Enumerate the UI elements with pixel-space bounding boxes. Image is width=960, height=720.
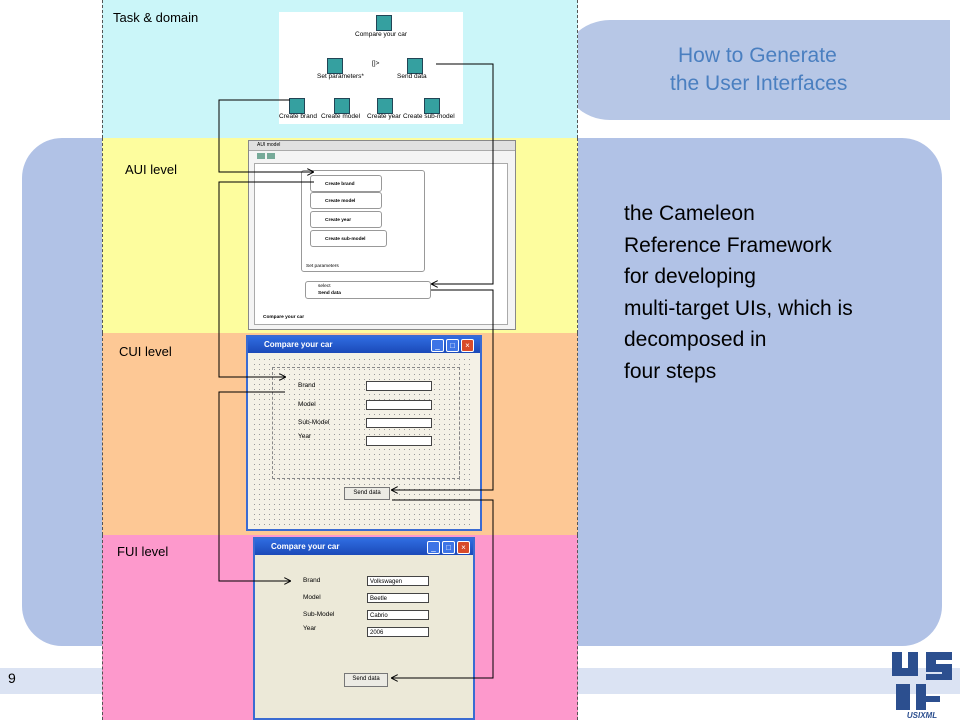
aui-item-label: Create year [325, 218, 352, 223]
fui-window: Compare your car _ □ × Brand Model Sub-M… [253, 537, 475, 720]
fui-label: Model [303, 594, 321, 601]
cui-label: Sub-Model [298, 419, 330, 426]
body-line: decomposed in [624, 328, 767, 351]
aui-canvas: Set parameters Create brand Create model… [254, 163, 508, 325]
level-label-aui: AUI level [125, 162, 178, 177]
slide-title: How to Generate the User Interfaces [620, 42, 920, 98]
cui-group-box [272, 367, 460, 479]
maximize-icon[interactable]: □ [446, 339, 459, 352]
logo-text: USIXML [907, 711, 937, 720]
cui-label: Brand [298, 382, 316, 389]
aui-item-label: Create brand [325, 182, 355, 187]
level-label-task: Task & domain [113, 10, 199, 25]
task-node-icon [289, 98, 305, 114]
aui-item-label: Create sub-model [325, 237, 366, 242]
task-node-icon [407, 58, 423, 74]
aui-item-label: Create model [325, 199, 356, 204]
task-send-data-label: Send data [397, 73, 427, 80]
task-node-icon [424, 98, 440, 114]
arrow-cui-to-fui [218, 391, 290, 581]
aui-set-parameters-label: Set parameters [306, 264, 339, 269]
body-line: Reference Framework [624, 233, 832, 257]
level-label-cui: CUI level [119, 344, 172, 359]
task-set-parameters-label: Set parameters* [317, 73, 364, 80]
aui-send-data-label: Send data [318, 291, 341, 296]
arrow-cui-send-to-fui [392, 499, 494, 678]
brand-input[interactable] [366, 381, 432, 391]
toolbar-icon[interactable] [267, 153, 275, 159]
sub-model-field[interactable]: Cabrio [367, 610, 429, 620]
year-field[interactable]: 2006 [367, 627, 429, 637]
minimize-icon[interactable]: _ [427, 541, 440, 554]
fui-label: Sub-Model [303, 611, 335, 618]
body-text: the Cameleon Reference Framework for dev… [624, 198, 924, 387]
aui-item: Create model [310, 192, 382, 209]
aui-item: Create year [310, 211, 382, 228]
close-icon[interactable]: × [461, 339, 474, 352]
task-leaf-label: Create brand [279, 113, 317, 120]
task-leaf-label: Create model [321, 113, 361, 120]
send-data-button[interactable]: Send data [344, 673, 388, 687]
cui-window: Compare your car _ □ × Brand Model Sub-M… [246, 335, 482, 531]
arrow-task-send-to-aui [432, 63, 494, 284]
aui-window-title: AUI model [249, 141, 515, 151]
title-line-1: How to Generate [678, 44, 837, 67]
cui-title-bar: Compare your car [248, 337, 480, 353]
task-node-icon [376, 15, 392, 31]
body-line: for developing [624, 265, 756, 288]
title-panel [560, 20, 950, 120]
maximize-icon[interactable]: □ [442, 541, 455, 554]
toolbar-icon[interactable] [257, 153, 265, 159]
brand-field[interactable]: Volkswagen [367, 576, 429, 586]
model-input[interactable] [366, 400, 432, 410]
fui-title-bar: Compare your car [255, 539, 473, 555]
title-line-2: the User Interfaces [670, 72, 848, 95]
level-label-fui: FUI level [117, 544, 169, 559]
aui-item: Create brand [310, 175, 382, 192]
cui-label: Model [298, 401, 316, 408]
cui-label: Year [298, 433, 312, 440]
body-line: multi-target UIs, which is [624, 296, 853, 320]
aui-footer-label: Compare your car [263, 315, 305, 320]
model-field[interactable]: Beetle [367, 593, 429, 603]
arrow-aui-send-to-cui [392, 289, 494, 490]
aui-select-label: select [318, 284, 331, 289]
send-data-button[interactable]: Send data [344, 487, 390, 500]
aui-item: Create sub-model [310, 230, 387, 247]
arrow-task-to-aui [218, 99, 313, 172]
minimize-icon[interactable]: _ [431, 339, 444, 352]
task-tree-diagram: Compare your car Set parameters* []> Sen… [279, 12, 463, 124]
fui-label: Year [303, 625, 317, 632]
close-icon[interactable]: × [457, 541, 470, 554]
sub-model-input[interactable] [366, 418, 432, 428]
usixml-logo: USIXML [886, 648, 958, 720]
task-node-icon [327, 58, 343, 74]
task-operator-label: []> [372, 60, 380, 67]
aui-send-container: select Send data [305, 281, 431, 299]
year-input[interactable] [366, 436, 432, 446]
page-number: 9 [8, 670, 16, 686]
body-line: the Cameleon [624, 202, 755, 225]
task-leaf-label: Create year [367, 113, 401, 120]
body-line: four steps [624, 359, 717, 383]
fui-label: Brand [303, 577, 321, 584]
arrow-aui-to-cui [218, 181, 314, 377]
task-root-label: Compare your car [355, 31, 408, 38]
task-node-icon [377, 98, 393, 114]
task-leaf-label: Create sub-model [403, 113, 455, 120]
task-node-icon [334, 98, 350, 114]
